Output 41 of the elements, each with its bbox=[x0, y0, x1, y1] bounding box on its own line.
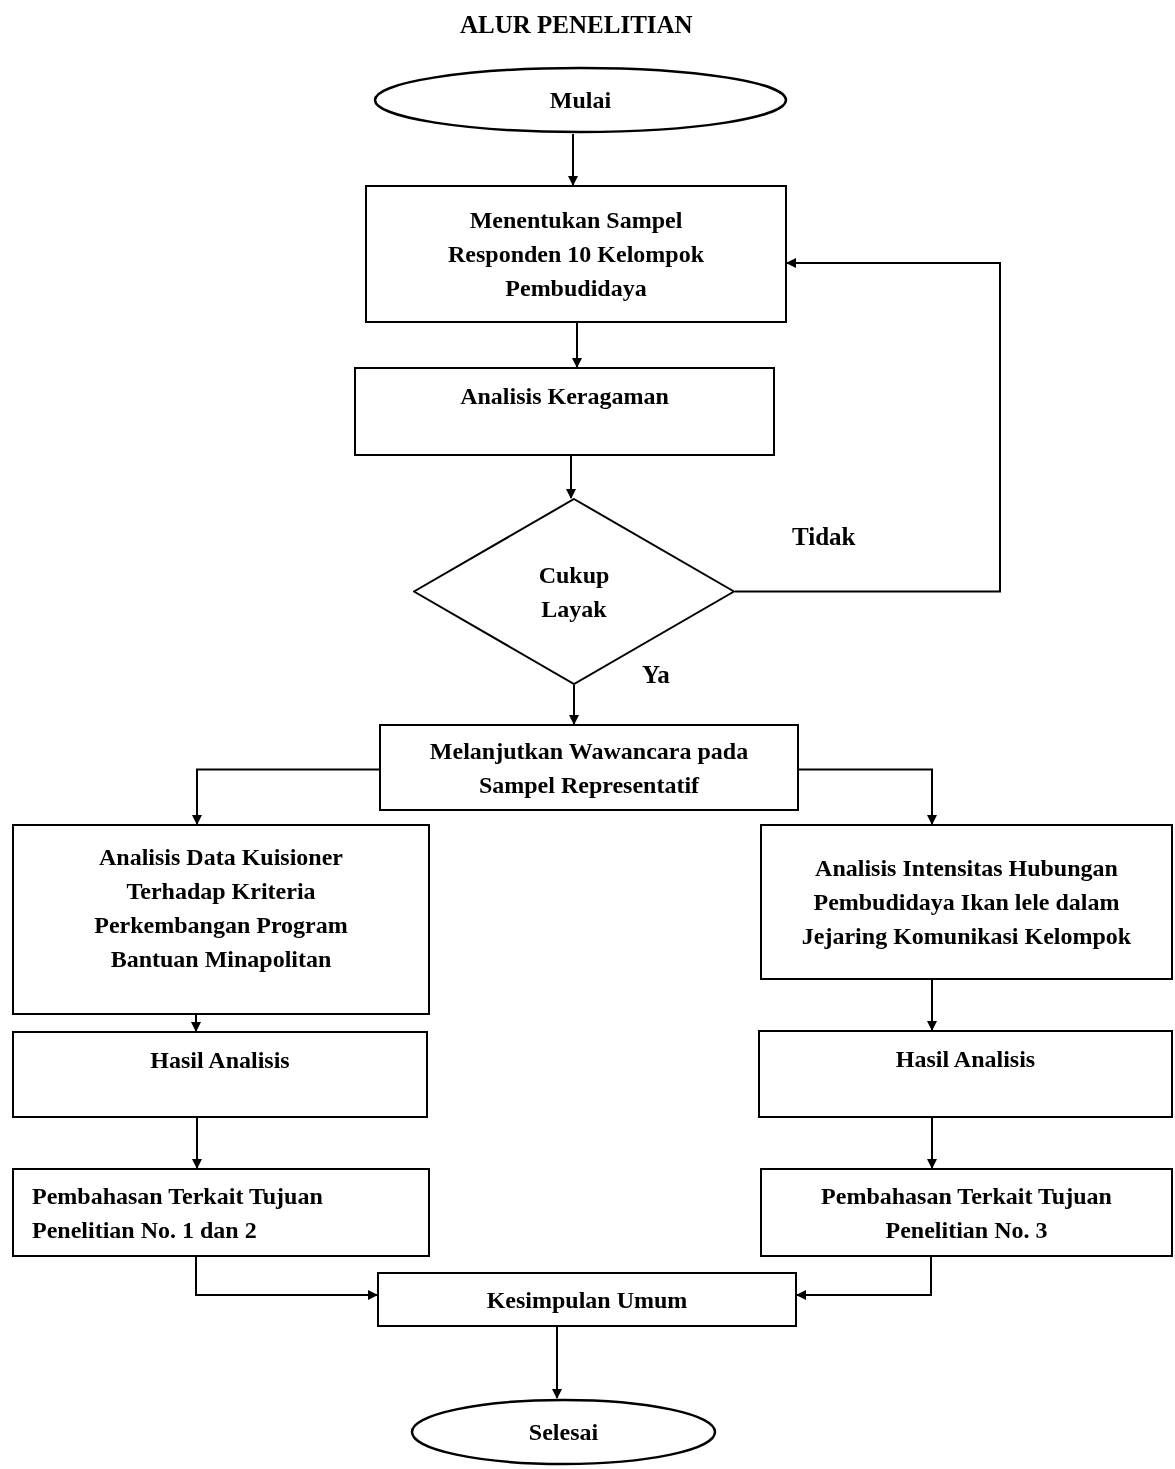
process-box bbox=[379, 724, 799, 811]
end-ellipse bbox=[410, 1398, 717, 1466]
arrow bbox=[927, 979, 937, 1031]
process-box bbox=[760, 824, 1173, 980]
process-box bbox=[365, 185, 787, 323]
node-label: Menentukan Sampel Responden 10 Kelompok Pembudidaya bbox=[446, 206, 705, 303]
process-box bbox=[12, 1031, 428, 1118]
node-label: Analisis Intensitas Hubungan Pembudidaya Ikan lele dalam Jejaring Komunikasi Kelompok bbox=[800, 854, 1133, 951]
arrow bbox=[927, 1117, 937, 1169]
arrow bbox=[192, 768, 380, 825]
node-label: Cukup Layak bbox=[537, 560, 611, 624]
process-box bbox=[12, 1168, 430, 1257]
decision-diamond bbox=[413, 498, 735, 685]
arrow bbox=[195, 1256, 378, 1300]
process-box bbox=[377, 1272, 797, 1327]
node-label: Melanjutkan Wawancara pada Sampel Representatif bbox=[428, 736, 750, 800]
arrow bbox=[572, 322, 582, 368]
arrow bbox=[796, 1256, 932, 1300]
process-box bbox=[354, 367, 775, 456]
arrow bbox=[192, 1117, 202, 1169]
arrow bbox=[568, 133, 578, 186]
node-label: Pembahasan Terkait Tujuan Penelitian No. 1 dan 2 bbox=[32, 1181, 324, 1245]
start-ellipse bbox=[373, 66, 788, 134]
node-label: Selesai bbox=[528, 1418, 599, 1447]
node-label: Analisis Data Kuisioner Terhadap Kriteria Perkembangan Program Bantuan Minapolitan bbox=[93, 843, 349, 974]
node-label: Hasil Analisis bbox=[895, 1045, 1036, 1074]
process-box bbox=[758, 1030, 1173, 1118]
node-label: Kesimpulan Umum bbox=[486, 1285, 688, 1315]
arrow bbox=[191, 1014, 201, 1032]
arrow bbox=[552, 1326, 562, 1399]
node-label: Mulai bbox=[549, 86, 612, 115]
process-box bbox=[760, 1168, 1173, 1257]
arrow bbox=[566, 455, 576, 499]
diagram-title: ALUR PENELITIAN bbox=[460, 10, 693, 40]
process-box bbox=[12, 824, 430, 1015]
arrow bbox=[798, 768, 937, 825]
arrow bbox=[569, 684, 579, 725]
arrow bbox=[734, 258, 1001, 593]
node-label: Hasil Analisis bbox=[150, 1046, 290, 1075]
node-label: Pembahasan Terkait Tujuan Penelitian No. 3 bbox=[820, 1181, 1113, 1245]
node-label: Analisis Keragaman bbox=[460, 382, 669, 411]
